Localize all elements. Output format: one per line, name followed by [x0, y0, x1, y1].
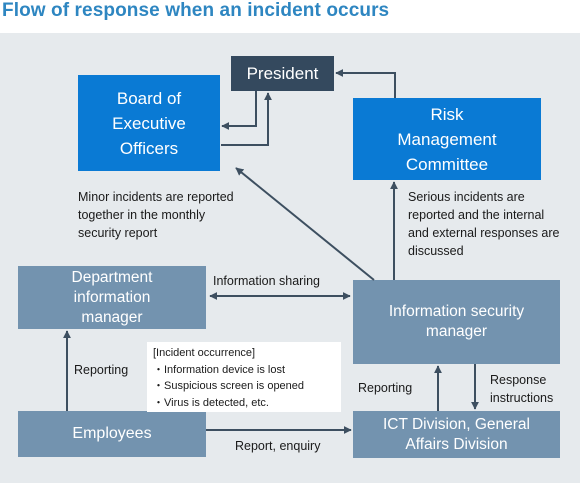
dept-label-line-1: Department — [71, 268, 153, 286]
employees-label: Employees — [72, 425, 152, 442]
serious-incidents-note: Serious incidents are reported and the i… — [408, 188, 559, 260]
risk-label-line-3: Committee — [405, 154, 489, 174]
reporting-left-label: Reporting — [74, 363, 129, 377]
note-item-2: ・Suspicious screen is opened — [153, 380, 305, 392]
note-heading: [Incident occurrence] — [153, 347, 256, 359]
board-label-line-1: Board of — [116, 88, 182, 108]
president-label: President — [246, 63, 319, 83]
response-line-1: Response — [490, 373, 547, 387]
arrow-board-to-president — [221, 92, 272, 146]
arrow-president-to-board — [221, 91, 257, 130]
ict-general-affairs-division-box: ICT Division, General Affairs Division — [353, 411, 560, 458]
employees-box: Employees — [18, 411, 206, 457]
infosec-label-line-2: manager — [425, 323, 488, 340]
serious-line-1: Serious incidents are — [408, 190, 525, 204]
minor-line-2: together in the monthly — [78, 208, 206, 222]
board-label-line-2: Executive — [112, 113, 186, 133]
serious-line-2: reported and the internal — [408, 208, 545, 222]
note-item-1: ・Information device is lost — [153, 363, 286, 376]
serious-line-3: and external responses are — [408, 226, 560, 240]
risk-label-line-2: Management — [397, 129, 497, 149]
ict-label-line-2: Affairs Division — [405, 435, 508, 453]
minor-line-3: security report — [78, 226, 158, 240]
minor-line-1: Minor incidents are reported — [78, 190, 234, 204]
report-enquiry-label: Report, enquiry — [235, 439, 321, 453]
arrow-risk-to-president — [335, 69, 396, 98]
serious-line-4: discussed — [408, 244, 464, 258]
risk-management-committee-box: Risk Management Committee — [353, 98, 541, 180]
response-line-2: instructions — [490, 391, 554, 405]
board-label-line-3: Officers — [119, 138, 179, 158]
page-title: Flow of response when an incident occurs — [2, 0, 390, 21]
information-sharing-label: Information sharing — [213, 274, 321, 288]
department-information-manager-box: Department information manager — [18, 266, 206, 329]
arrow-infosec-to-board — [235, 167, 375, 281]
dept-label-line-2: information — [73, 288, 151, 306]
response-instructions-label: Response instructions — [490, 371, 553, 407]
information-security-manager-box: Information security manager — [353, 280, 560, 364]
dept-label-line-3: manager — [81, 308, 143, 326]
minor-incidents-note: Minor incidents are reported together in… — [78, 188, 234, 242]
board-of-executive-officers-box: Board of Executive Officers — [78, 75, 220, 171]
president-box: President — [231, 56, 334, 91]
infosec-label-line-1: Information security — [388, 303, 525, 320]
note-item-3: ・Virus is detected, etc. — [153, 396, 269, 409]
incident-occurrence-note: [Incident occurrence] ・Information devic… — [147, 342, 341, 412]
ict-label-line-1: ICT Division, General — [382, 415, 530, 433]
risk-label-line-1: Risk — [430, 104, 464, 124]
reporting-right-label: Reporting — [358, 381, 413, 395]
